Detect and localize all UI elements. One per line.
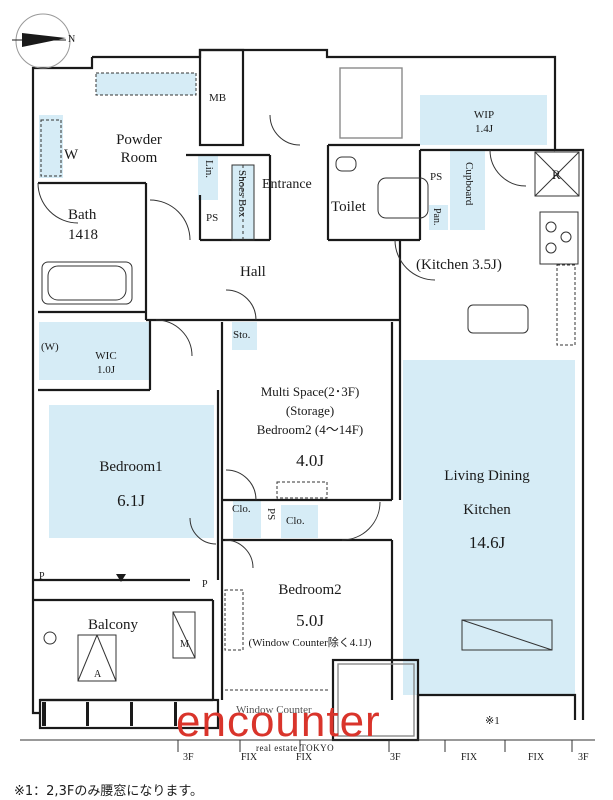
a-unit-label: A [94,669,102,680]
multi-space-label-1: Multi Space(2･3F) [260,384,360,399]
linen-label: Lin. [203,160,215,179]
bedroom1-label: Bedroom1 [99,459,163,475]
bath-label: Bath [68,207,97,223]
closet-left-label: Clo. [232,503,251,515]
shoes-box-label: Shoes Box [236,170,248,218]
walls [31,48,585,742]
room-fills [39,73,575,695]
window-marker-icon [116,574,126,582]
kitchen-label: (Kitchen 3.5J) [416,257,502,273]
cupboard-label: Cupboard [463,162,475,206]
window-label-3: FIX [296,752,313,763]
footnote: ※1：2,3Fのみ腰窓になります。 [14,784,204,799]
wic-size-label: 1.0J [96,364,116,376]
laundry-w-label: W [64,147,79,163]
living-label-1: Living Dining [444,468,530,484]
bedroom2-note: (Window Counter除く4.1J) [248,637,372,649]
pantry-label: Pan. [431,208,442,226]
living-label-2: Kitchen [463,502,511,518]
bedroom2-size: 5.0J [296,611,324,630]
powder-room-label-1: Powder [116,132,162,148]
window-label-6: FIX [528,752,545,763]
p-right-label: P [202,579,208,590]
compass-north-label: N [68,34,76,45]
multi-space-label-2: (Storage) [285,403,335,418]
ps-middle-label: PS [265,508,277,521]
refrigerator-label: R [552,167,561,182]
wic-label: WIC [95,350,117,362]
wip-label: WIP [473,109,495,121]
bedroom2-label: Bedroom2 [278,582,342,598]
balcony-label: Balcony [88,617,138,633]
storage-label: Sto. [233,329,251,341]
bedroom1-size: 6.1J [117,491,145,510]
window-label-7: 3F [578,752,589,763]
brand-tagline: real estate TOKYO [256,743,335,753]
wic-w-label: (W) [41,341,59,353]
shafts [337,67,415,737]
bath-size-label: 1418 [68,227,98,243]
multi-space-label-3: Bedroom2 (4〜14F) [256,422,364,437]
p-left-label: P [39,571,45,582]
ps-kitchen-label: PS [430,171,443,183]
toilet-label: Toilet [331,199,366,215]
brand-logo: encounter [176,697,381,746]
window-label-4: 3F [390,752,401,763]
window-label-2: FIX [241,752,258,763]
ps-entrance-label: PS [206,212,219,224]
multi-space-size: 4.0J [296,451,324,470]
note-mark-label: ※1 [485,715,500,727]
living-size: 14.6J [468,533,506,552]
mb-label: MB [209,92,227,104]
north-arrow-icon [12,13,71,69]
window-label-1: 3F [183,752,194,763]
window-counter-label: Window Counter [236,704,312,716]
hall-label: Hall [240,264,266,280]
wip-size-label: 1.4J [474,123,494,135]
balcony-rail-panels [42,702,177,726]
powder-room-label-2: Room [120,150,158,166]
m-unit-label: M [180,639,189,650]
window-label-5: FIX [461,752,478,763]
fixtures [20,72,595,752]
closet-right-label: Clo. [286,515,305,527]
entrance-label: Entrance [262,177,312,192]
